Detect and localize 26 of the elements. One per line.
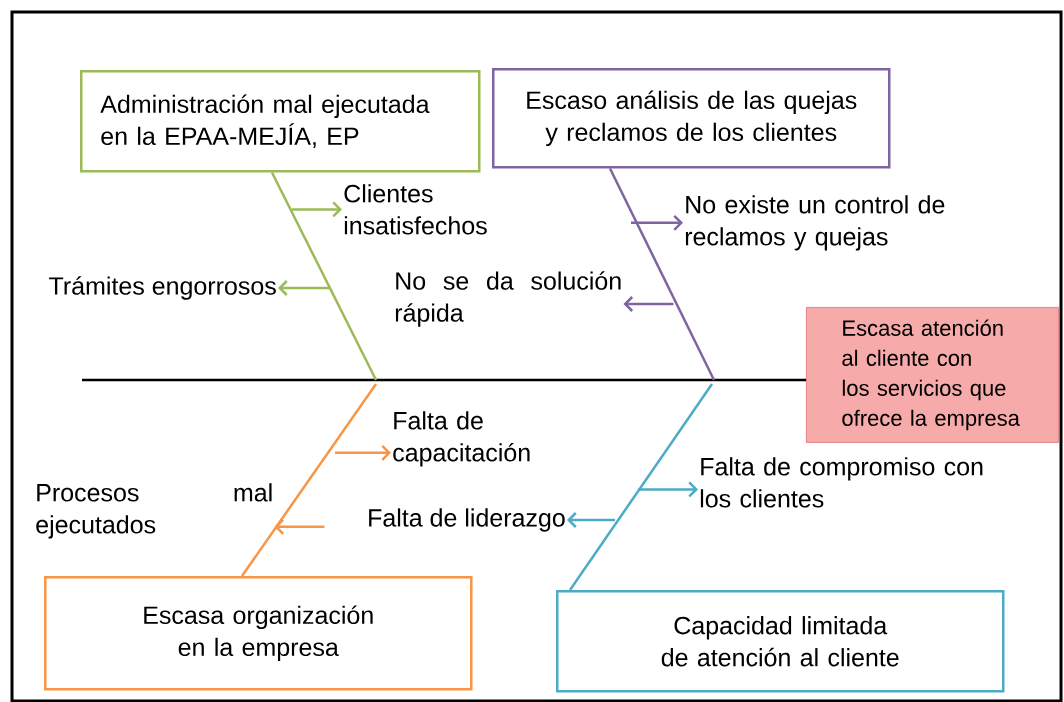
arrow	[278, 280, 330, 296]
cause-box: Escasa organización en la empresa	[44, 576, 473, 691]
bone-line	[241, 383, 378, 577]
cause-label: Falta de compromiso con los clientes	[700, 457, 983, 508]
arrow	[292, 201, 342, 218]
cause-box: Capacidad limitada de atención al cliente	[556, 590, 1005, 693]
cause-label: Clientes insatisfechos	[344, 184, 487, 235]
bone-line	[569, 383, 714, 591]
cause-label: Trámites engorrosos	[49, 276, 276, 300]
effect-box: Escasa atención al cliente con los servicios que ofrece la empresa	[806, 307, 1059, 443]
cause-box: Administración mal ejecutada en la EPAA-MEJÍA, EP	[80, 70, 481, 173]
cause-box: Escaso análisis de las quejas y reclamos de los clientes	[492, 68, 891, 169]
arrow	[623, 296, 674, 312]
cause-label: No se da solución rápida	[395, 271, 621, 327]
arrow	[335, 444, 391, 461]
bone-line	[608, 167, 716, 381]
cause-label: Falta de capacitación	[393, 411, 530, 467]
arrow	[274, 518, 325, 535]
bone-line	[270, 171, 378, 381]
cause-label: Procesos mal ejecutados	[36, 483, 272, 539]
arrow	[631, 214, 683, 231]
cause-label: No existe un control de reclamos y quejas	[685, 195, 945, 251]
cause-label: Falta de liderazgo	[369, 508, 565, 532]
spine-line	[82, 378, 806, 382]
arrow	[638, 481, 698, 498]
arrow	[567, 512, 615, 528]
